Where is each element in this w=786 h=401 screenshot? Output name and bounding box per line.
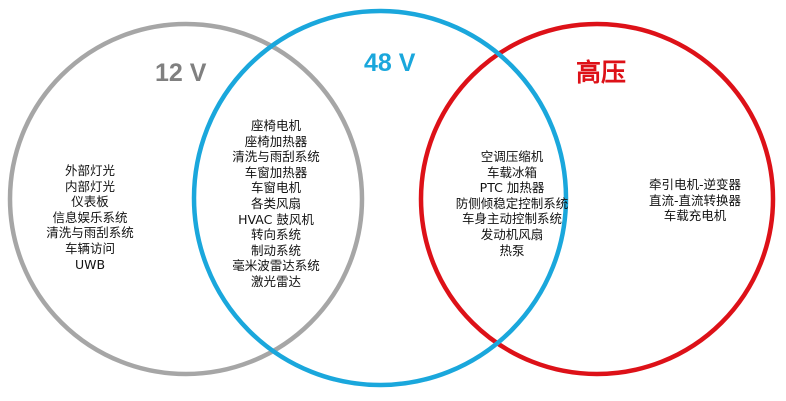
circle-48v — [191, 8, 569, 388]
list-item: HVAC 鼓风机 — [238, 211, 314, 227]
list-item: 直流-直流转换器 — [648, 192, 741, 208]
list-item: 车身主动控制系统 — [461, 211, 562, 227]
list-item: 座椅加热器 — [244, 133, 308, 149]
list-item: 各类风扇 — [250, 195, 301, 211]
region-12v-only: 外部灯光 内部灯光 仪表板 信息娱乐系统 清洗与雨刮系统 车辆访问 UWB — [30, 163, 150, 272]
list-item: 清洗与雨刮系统 — [232, 149, 320, 165]
list-item: 内部灯光 — [64, 178, 115, 194]
list-item: PTC 加热器 — [479, 180, 545, 196]
list-item: 牵引电机-逆变器 — [648, 177, 741, 192]
list-item: 信息娱乐系统 — [52, 209, 128, 225]
circle-12v — [7, 21, 365, 377]
list-item: 空调压缩机 — [480, 149, 544, 164]
title-48v: 48 V — [364, 49, 416, 77]
list-item: 激光雷达 — [250, 273, 301, 289]
list-item: 发动机风扇 — [480, 226, 544, 242]
circle-hv — [418, 21, 776, 377]
list-item: UWB — [74, 256, 106, 272]
list-item: 毫米波雷达系统 — [232, 258, 320, 274]
list-item: 制动系统 — [250, 242, 301, 258]
list-item: 车载充电机 — [663, 208, 727, 224]
list-item: 车窗加热器 — [244, 164, 308, 180]
list-item: 车辆访问 — [64, 240, 115, 256]
title-12v: 12 V — [155, 59, 207, 87]
title-hv: 高压 — [576, 59, 627, 87]
list-item: 仪表板 — [71, 194, 109, 210]
list-item: 防侧倾稳定控制系统 — [455, 195, 569, 211]
region-12v-48v: 座椅电机 座椅加热器 清洗与雨刮系统 车窗加热器 车窗电机 各类风扇 HVAC … — [216, 118, 336, 290]
list-item: 外部灯光 — [64, 163, 115, 178]
list-item: 热泵 — [499, 242, 525, 258]
list-item: 车窗电机 — [250, 180, 301, 196]
list-item: 车载冰箱 — [486, 164, 537, 180]
list-item: 座椅电机 — [250, 118, 301, 133]
region-48v-hv: 空调压缩机 车载冰箱 PTC 加热器 防侧倾稳定控制系统 车身主动控制系统 发动… — [432, 149, 592, 258]
list-item: 清洗与雨刮系统 — [46, 225, 134, 241]
list-item: 转向系统 — [250, 227, 301, 243]
region-hv-only: 牵引电机-逆变器 直流-直流转换器 车载充电机 — [620, 177, 770, 224]
